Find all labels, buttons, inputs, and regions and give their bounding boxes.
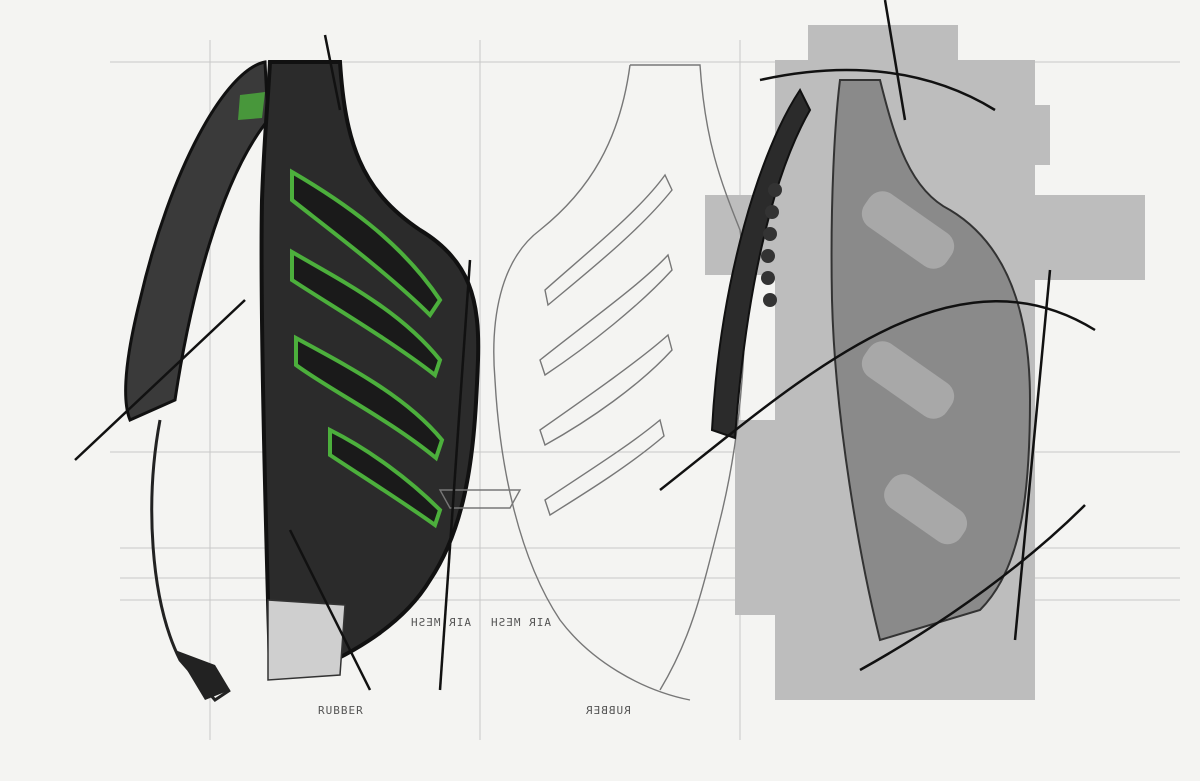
annotation-air-mesh-left: AIR MESH <box>410 616 471 629</box>
annotation-rubber-left: RUBBER <box>318 704 364 717</box>
left-strap <box>124 60 270 423</box>
ventilation-slots <box>290 168 445 529</box>
left-back-panel <box>259 60 481 678</box>
annotation-rubber-right: RUBBER <box>585 704 631 717</box>
annotation-air-mesh-right: AIR MESH <box>490 616 551 629</box>
center-line-drawing <box>438 64 746 701</box>
construction-strokes <box>74 0 1096 691</box>
right-panel-pads <box>861 191 968 545</box>
right-strap-ridges <box>761 183 782 307</box>
